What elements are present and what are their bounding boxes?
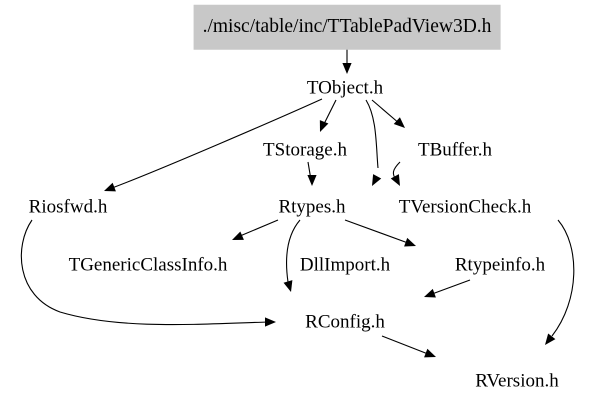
graph-node-riosfwd[interactable]: Riosfwd.h xyxy=(29,198,108,217)
graph-node-label: TGenericClassInfo.h xyxy=(68,254,228,276)
edge-riosfwd-to-rconfig xyxy=(20,219,276,327)
graph-node-label: Rtypeinfo.h xyxy=(454,254,546,276)
edge-tobject-to-tbuffer xyxy=(371,99,405,128)
arrow-head-icon xyxy=(232,231,244,240)
graph-node-dllimport[interactable]: DllImport.h xyxy=(300,256,390,275)
graph-node-tversioncheck[interactable]: TVersionCheck.h xyxy=(399,198,531,217)
edge-tobject-to-rtypes xyxy=(365,99,382,186)
graph-node-label: Riosfwd.h xyxy=(28,196,108,218)
edge-root-to-tobject xyxy=(342,49,352,74)
graph-node-label: TStorage.h xyxy=(263,139,347,161)
graph-node-root[interactable]: ./misc/table/inc/TTablePadView3D.h xyxy=(193,4,501,50)
edge-tobject-to-tstorage xyxy=(319,99,337,132)
arrow-head-icon xyxy=(307,175,317,186)
graph-node-label: TVersionCheck.h xyxy=(398,196,532,218)
edge-rconfig-to-rversion xyxy=(381,335,436,358)
graph-node-label: RVersion.h xyxy=(475,370,559,392)
arrow-head-icon xyxy=(342,63,352,74)
arrow-head-icon xyxy=(265,317,276,327)
graph-node-tbuffer[interactable]: TBuffer.h xyxy=(418,141,492,160)
arrow-head-icon xyxy=(390,174,400,186)
graph-node-rtypeinfo[interactable]: Rtypeinfo.h xyxy=(455,256,545,275)
graph-node-label: TBuffer.h xyxy=(417,139,493,161)
arrow-head-icon xyxy=(283,280,293,292)
edge-tversioncheck-to-rversion xyxy=(545,219,575,345)
graph-node-label: TObject.h xyxy=(306,77,384,99)
arrow-head-icon xyxy=(319,120,329,132)
edge-tobject-to-riosfwd xyxy=(104,98,323,192)
graph-node-rtypes[interactable]: Rtypes.h xyxy=(278,198,345,217)
arrow-head-icon xyxy=(404,237,416,247)
arrow-head-icon xyxy=(104,182,116,192)
graph-node-rversion[interactable]: RVersion.h xyxy=(475,372,558,391)
edge-tstorage-to-rtypes xyxy=(307,161,317,186)
arrow-head-icon xyxy=(545,333,556,345)
edge-rtypes-to-dllimport xyxy=(283,219,301,292)
graph-node-label: RConfig.h xyxy=(305,311,385,333)
graph-node-label: ./misc/table/inc/TTablePadView3D.h xyxy=(202,15,492,37)
edge-tbuffer-to-tversioncheck xyxy=(390,161,401,186)
arrow-head-icon xyxy=(424,288,436,298)
arrow-head-icon xyxy=(424,348,436,358)
graph-node-tgenericclassinfo[interactable]: TGenericClassInfo.h xyxy=(69,256,228,275)
graph-node-label: Rtypes.h xyxy=(278,196,346,218)
arrow-head-icon xyxy=(393,117,405,128)
graph-node-tobject[interactable]: TObject.h xyxy=(307,79,383,98)
graph-node-tstorage[interactable]: TStorage.h xyxy=(263,141,347,160)
graph-node-rconfig[interactable]: RConfig.h xyxy=(305,313,385,332)
graph-node-label: DllImport.h xyxy=(299,254,391,276)
edge-rtypes-to-tgenericclassinfo xyxy=(232,219,279,240)
edge-rtypes-to-rtypeinfo xyxy=(344,219,416,247)
arrow-head-icon xyxy=(372,174,382,186)
edge-rtypeinfo-to-rconfig xyxy=(424,279,471,298)
